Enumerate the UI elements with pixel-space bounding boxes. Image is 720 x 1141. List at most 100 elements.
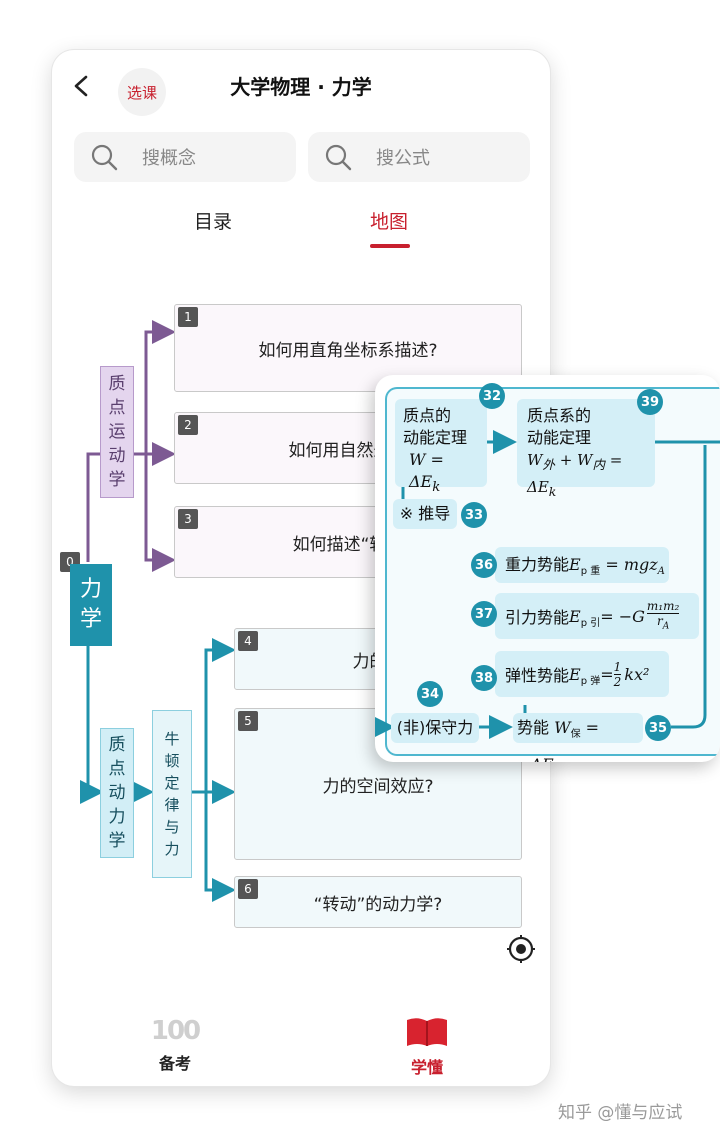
node-system-kinetic-energy[interactable]: 质点系的 动能定理 W外 + W内 = ΔEk — [517, 399, 655, 499]
nav-label: 学懂 — [410, 1058, 443, 1077]
node-label: 重力势能 — [505, 555, 570, 574]
root-node-mechanics[interactable]: 力 学 — [70, 564, 112, 646]
concept-search-placeholder: 搜概念 — [142, 148, 196, 169]
category-char: 顿 — [164, 752, 180, 770]
node-potential-energy[interactable]: 势能 W保 = −ΔEp — [513, 713, 643, 762]
node-gravity-potential[interactable]: 重力势能Ep 重 = mgzA — [495, 547, 669, 583]
formula-sub: A — [657, 566, 665, 578]
root-label-char: 学 — [79, 607, 102, 632]
search-icon — [325, 144, 352, 171]
badge-32: 32 — [479, 383, 505, 409]
detail-connectors — [375, 430, 720, 739]
formula-sub: p 引 — [580, 618, 601, 629]
category-char: 动 — [108, 783, 126, 803]
category-char: 质 — [108, 735, 126, 755]
formula-search-input[interactable]: 搜公式 — [308, 132, 530, 182]
category-char: 律 — [164, 796, 180, 814]
watermark: 知乎 @懂与应试 — [558, 1103, 683, 1123]
badge-35: 35 — [645, 715, 671, 741]
fraction-num: 1 — [613, 659, 622, 675]
formula-text: E — [569, 606, 581, 626]
category-char: 点 — [108, 398, 126, 418]
badge-37: 37 — [471, 601, 497, 627]
nav-label: 备考 — [158, 1054, 191, 1073]
node-line: 动能定理 — [527, 428, 592, 447]
node-label: (非)保守力 — [396, 718, 474, 737]
nav-learn[interactable]: 学懂 — [402, 1016, 452, 1078]
formula: W外 + W内 = ΔEk — [527, 449, 645, 503]
fraction-den: 2 — [613, 674, 622, 689]
page-title: 大学物理 · 力学 — [230, 75, 372, 99]
formula-text: E — [569, 664, 581, 684]
formula-sub: 保 — [570, 729, 581, 741]
node-number: 2 — [178, 415, 198, 435]
topic-label: “转动”的动力学? — [313, 894, 443, 915]
tab-catalog[interactable]: 目录 — [194, 211, 233, 233]
category-char: 牛 — [164, 730, 180, 748]
fraction-num: m₁m₂ — [646, 598, 680, 614]
active-tab-indicator — [370, 244, 410, 248]
topic-node-6[interactable]: “转动”的动力学? — [234, 876, 522, 928]
category-char: 定 — [164, 774, 180, 792]
category-char: 与 — [164, 818, 180, 836]
nav-prep[interactable]: 100 备考 — [150, 1016, 201, 1074]
category-newton-laws[interactable]: 牛 顿 定 律 与 力 — [152, 710, 192, 878]
course-select-button[interactable]: 选课 — [118, 68, 166, 116]
formula-sub: k — [432, 480, 441, 496]
node-label: 弹性势能 — [505, 666, 570, 685]
badge-39: 39 — [637, 389, 663, 415]
prep-100-icon: 100 — [150, 1016, 201, 1046]
category-particle-kinematics[interactable]: 质 点 运 动 学 — [100, 366, 134, 498]
badge-36: 36 — [471, 552, 497, 578]
category-char: 学 — [108, 470, 126, 490]
category-char: 动 — [108, 446, 126, 466]
zoom-detail-card: 质点的 动能定理 W = ΔEk 32 质点系的 动能定理 W外 + W内 = … — [375, 375, 720, 762]
topic-label: 如何用直角坐标系描述? — [258, 340, 438, 361]
formula-sub: 内 — [592, 457, 605, 472]
badge-33: 33 — [461, 502, 487, 528]
formula-text: W — [527, 451, 543, 469]
formula-text: + W — [554, 451, 593, 469]
back-arrow-icon[interactable] — [70, 74, 94, 98]
formula-text: kx² — [624, 664, 650, 684]
node-line: 质点的 — [403, 406, 452, 425]
formula-text: = ΔE — [527, 451, 623, 496]
category-char: 力 — [108, 807, 126, 827]
concept-search-input[interactable]: 搜概念 — [74, 132, 296, 182]
category-char: 点 — [108, 759, 126, 779]
node-number: 3 — [178, 509, 198, 529]
book-icon — [407, 1018, 447, 1046]
formula-text: = −ΔE — [517, 718, 600, 762]
node-label: 势能 — [517, 718, 550, 737]
category-char: 运 — [108, 422, 126, 442]
badge-38: 38 — [471, 665, 497, 691]
node-number: 6 — [238, 879, 258, 899]
tab-map[interactable]: 地图 — [370, 211, 409, 233]
node-line: 质点系的 — [527, 406, 592, 425]
category-particle-dynamics[interactable]: 质 点 动 力 学 — [100, 728, 134, 858]
formula-sub: p 重 — [580, 566, 601, 578]
formula-text: r — [656, 613, 663, 628]
formula-text: = — [600, 664, 614, 684]
formula-search-placeholder: 搜公式 — [376, 148, 430, 169]
badge-34: 34 — [417, 681, 443, 707]
formula-sub: 外 — [542, 457, 555, 472]
formula-sub: p 弹 — [580, 676, 601, 687]
category-char: 力 — [164, 840, 180, 858]
node-particle-kinetic-energy[interactable]: 质点的 动能定理 W = ΔEk — [395, 399, 487, 495]
formula-text: W = ΔE — [409, 450, 444, 491]
formula-text: E — [569, 555, 581, 574]
formula-text: = −G — [600, 606, 645, 626]
root-label-char: 力 — [79, 577, 102, 602]
locate-icon[interactable] — [506, 934, 536, 964]
category-char: 质 — [108, 374, 126, 394]
node-derivation[interactable]: ※ 推导 — [393, 499, 457, 529]
node-label: 引力势能 — [505, 608, 570, 627]
node-conservative-force[interactable]: (非)保守力 — [391, 713, 479, 743]
node-number: 1 — [178, 307, 198, 327]
node-number: 5 — [238, 711, 258, 731]
